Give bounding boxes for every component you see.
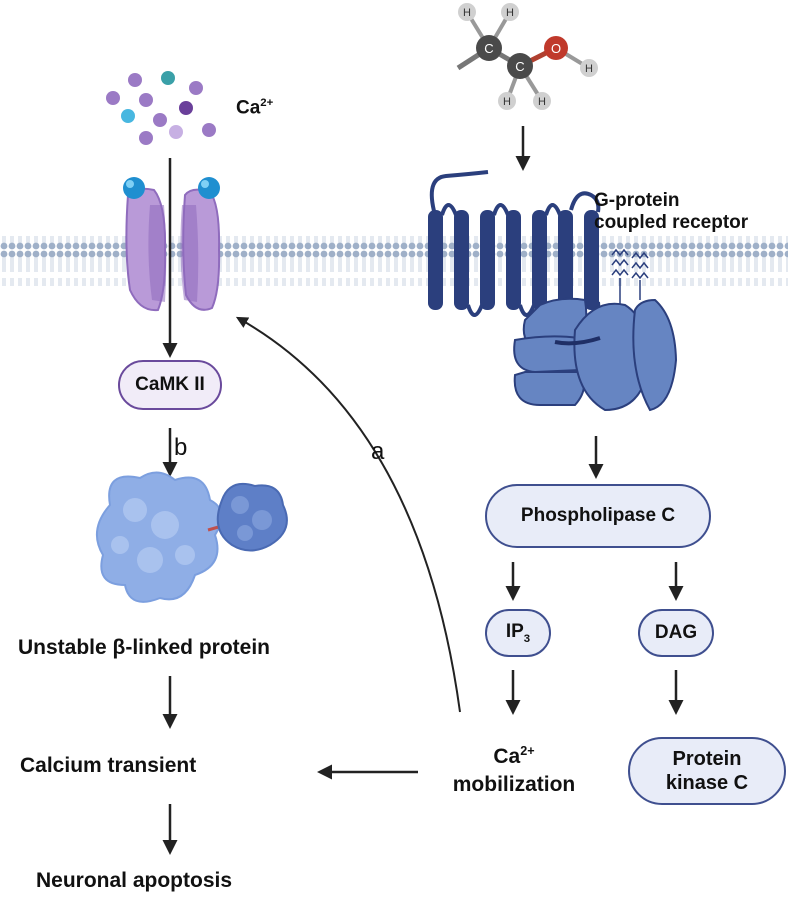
camk-ii-node: CaMK II xyxy=(118,360,222,410)
atom-label: O xyxy=(551,41,561,56)
g-protein xyxy=(513,297,678,412)
atom-label: H xyxy=(463,7,471,19)
atom-label: C xyxy=(484,41,493,56)
atom-label: H xyxy=(506,7,514,19)
ip3-node: IP3 xyxy=(485,609,551,657)
neuronal-apoptosis-label: Neuronal apoptosis xyxy=(36,869,233,892)
gpcr-label: G-protein coupled receptor xyxy=(594,190,749,233)
protein-kinase-c-node: Protein kinase C xyxy=(628,737,786,805)
arrow-a-label: a xyxy=(371,438,385,465)
unstable-protein-illustration xyxy=(95,471,288,603)
unstable-protein-label: Unstable β-linked protein xyxy=(18,636,271,659)
atom-label: H xyxy=(585,63,593,75)
calcium-channel xyxy=(123,177,221,312)
calcium-transient-label: Calcium transient xyxy=(20,754,197,777)
atom-label: C xyxy=(515,59,524,74)
atom-label: H xyxy=(538,96,546,108)
gpcr-receptor xyxy=(428,170,601,322)
cell-membrane xyxy=(0,236,788,286)
atom-label: H xyxy=(503,96,511,108)
arrow-a xyxy=(235,316,461,713)
ca-mobilization-label: Ca2+ mobilization xyxy=(452,744,576,796)
arrow-b-label: b xyxy=(174,434,188,461)
ethanol-molecule xyxy=(456,3,598,110)
lipid-anchors xyxy=(611,248,649,320)
dag-node: DAG xyxy=(638,609,714,657)
calcium-ions xyxy=(106,71,216,145)
ca-ion-label: Ca2+ xyxy=(236,97,274,119)
phospholipase-c-node: Phospholipase C xyxy=(485,484,711,548)
